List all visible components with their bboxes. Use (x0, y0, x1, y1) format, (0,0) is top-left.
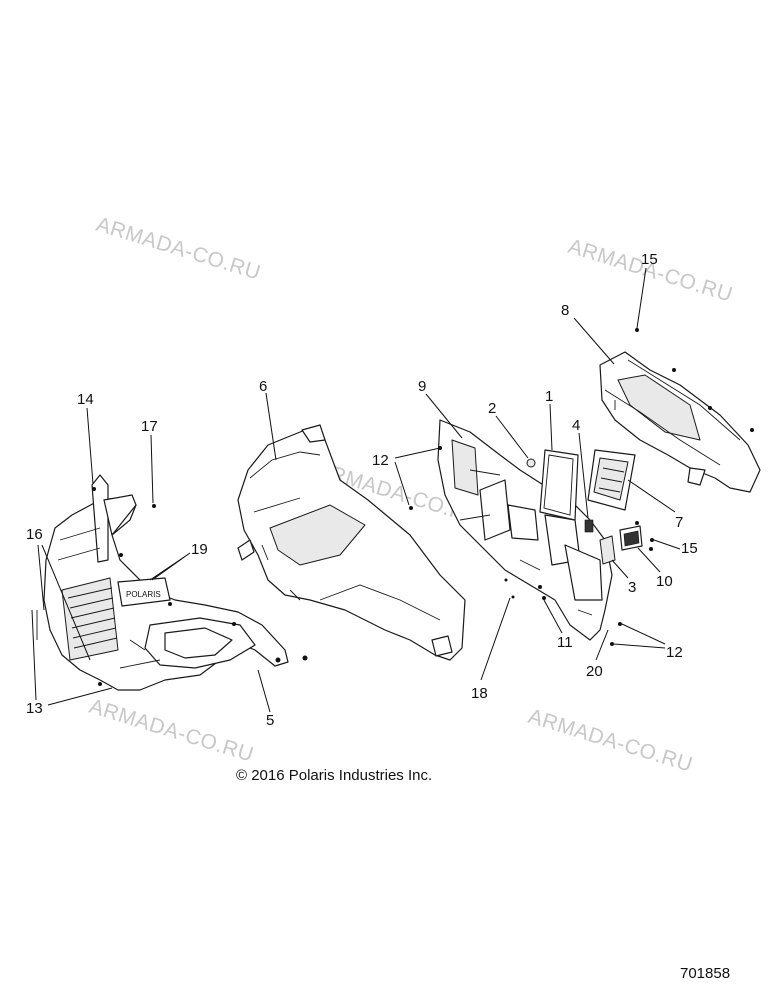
callout-10: 10 (656, 573, 673, 590)
seal-gasket-part (539, 449, 579, 521)
cover-part (599, 535, 616, 565)
watermark-text: ARMADA-CO.RU (94, 213, 264, 285)
latch-part (584, 519, 594, 533)
callout-16: 16 (26, 526, 43, 543)
callout-17: 17 (141, 418, 158, 435)
copyright-text: © 2016 Polaris Industries Inc. (236, 767, 432, 784)
watermark-text: ARMADA-CO.RU (566, 235, 736, 307)
callout-6: 6 (259, 378, 267, 395)
callout-12: 12 (372, 452, 389, 469)
callout-19: 19 (191, 541, 208, 558)
callout-8: 8 (561, 302, 569, 319)
callout-20: 20 (586, 663, 603, 680)
callout-labels: 1 2 3 4 5 6 7 8 9 10 11 12 12 13 14 15 1… (26, 251, 698, 729)
watermark-text: ARMADA-CO.RU (87, 695, 257, 767)
callout-15: 15 (681, 540, 698, 557)
diagram-number: 701858 (680, 965, 730, 982)
callout-4: 4 (572, 417, 580, 434)
dash-storage-part (437, 419, 613, 641)
watermark-text: ARMADA-CO.RU (526, 705, 696, 777)
callout-5: 5 (266, 712, 274, 729)
grommet-part (526, 458, 536, 468)
leader-lines (31, 267, 681, 713)
callout-11: 11 (557, 634, 573, 651)
callout-12: 12 (666, 644, 683, 661)
switch-plate-part (619, 525, 643, 551)
callout-18: 18 (471, 685, 488, 702)
hood-part (237, 424, 466, 661)
front-bumper-part: POLARIS (43, 474, 289, 691)
callout-13: 13 (26, 700, 43, 717)
callout-15: 15 (641, 251, 658, 268)
callout-2: 2 (488, 400, 496, 417)
upper-dash-part (599, 351, 761, 493)
callout-1: 1 (545, 388, 553, 405)
callout-7: 7 (675, 514, 683, 531)
callout-14: 14 (77, 391, 94, 408)
storage-lid-part (587, 449, 636, 511)
bumper-logo: POLARIS (126, 590, 161, 599)
callout-3: 3 (628, 579, 636, 596)
callout-9: 9 (418, 378, 426, 395)
watermarks: ARMADA-CO.RU ARMADA-CO.RU ARMADA-CO.RU A… (87, 213, 736, 777)
